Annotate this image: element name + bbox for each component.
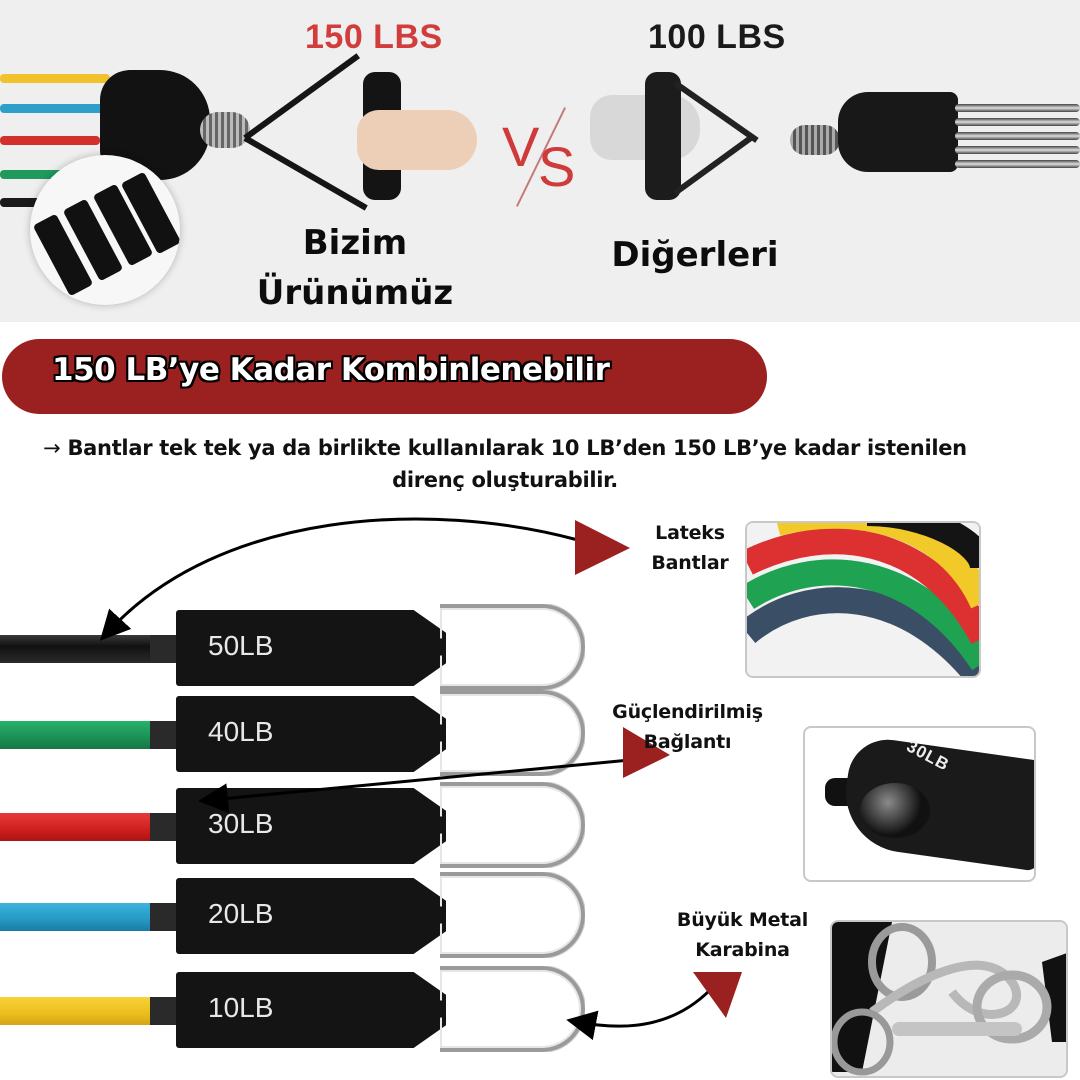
carabiner-icon <box>440 966 585 1052</box>
latex-bands-thumbnail <box>745 521 981 678</box>
competitor-caption: Diğerleri <box>611 235 779 275</box>
comparison-banner: 150 LBS Bizim Ürünümüz V S 100 LBS Diğer… <box>0 0 1080 322</box>
competitor-tabs <box>838 92 958 172</box>
band-row-30lb: 30LB <box>0 782 600 868</box>
band-weight-label: 50LB <box>208 630 274 661</box>
vs-logo: V S <box>490 107 590 207</box>
feature-label-carabiner: Büyük Metal Karabina <box>676 909 809 961</box>
band-weight-label: 20LB <box>208 898 274 929</box>
feature-label-latex: Lateks Bantlar <box>651 522 729 574</box>
band-row-20lb: 20LB <box>0 872 600 958</box>
our-product-caption: Bizim Ürünümüz <box>256 223 454 313</box>
handle-strap-top <box>243 53 361 141</box>
band-weight-label: 40LB <box>208 716 274 747</box>
band-tags-closeup <box>30 155 180 305</box>
red-band <box>0 136 100 145</box>
band-tag <box>176 878 446 954</box>
band-tube <box>0 721 165 749</box>
black-band <box>0 198 50 207</box>
carabiner-icon <box>440 782 585 868</box>
yellow-band <box>0 74 110 83</box>
band-tube <box>0 813 165 841</box>
band-tube <box>0 997 165 1025</box>
band-row-50lb: 50LB <box>0 604 600 690</box>
description: → Bantlar tek tek ya da birlikte kullanı… <box>43 436 967 492</box>
competitor-handle-grip <box>645 72 681 200</box>
carabiner-icon <box>440 604 585 690</box>
carabiner-icon <box>440 872 585 958</box>
headline-pill <box>2 339 767 414</box>
green-band <box>0 170 80 179</box>
carabiner-icon <box>440 690 585 776</box>
carabiner-cluster <box>200 112 250 148</box>
triangle-pointer-carabiner <box>693 972 742 1018</box>
blue-band <box>0 104 110 113</box>
headline-text: 150 LB’ye Kadar Kombinlenebilir <box>52 352 610 388</box>
carabiner-thumbnail <box>830 920 1068 1078</box>
band-tube <box>0 903 165 931</box>
band-weight-label: 30LB <box>208 808 274 839</box>
band-tag <box>176 972 446 1048</box>
triangle-pointer-latex <box>575 520 630 575</box>
hand-ours <box>357 110 477 170</box>
arrow-right-icon: → <box>43 436 61 460</box>
feature-label-connection: Güçlendirilmiş Bağlantı <box>612 701 763 753</box>
band-tube <box>0 635 165 663</box>
handle-strap-bottom <box>243 135 368 211</box>
connection-thumbnail: 30LB <box>803 726 1036 882</box>
band-row-40lb: 40LB <box>0 690 600 776</box>
band-weight-label: 10LB <box>208 992 274 1023</box>
competitor-weight-label: 100 LBS <box>648 18 786 56</box>
competitor-clips <box>790 125 840 155</box>
band-row-10lb: 10LB <box>0 966 600 1052</box>
our-weight-label: 150 LBS <box>305 18 443 56</box>
